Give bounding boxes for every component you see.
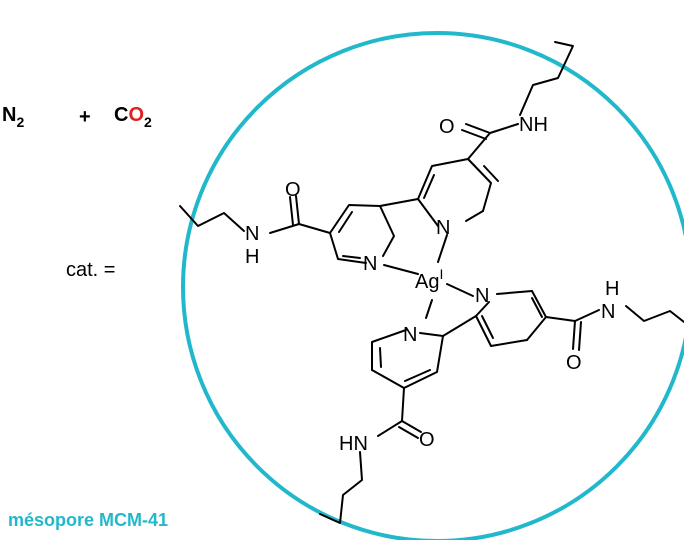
n-left-amide: N (245, 223, 259, 245)
oxygen-right: O (566, 352, 582, 374)
n-ring3: N (475, 285, 489, 307)
n-ring2: N (363, 253, 377, 275)
catalyst-label: cat. = (66, 259, 115, 281)
n-ring1: N (436, 217, 450, 239)
oxygen-left: O (285, 179, 301, 201)
h-left-amide: H (245, 246, 259, 268)
n-ring4: N (403, 324, 417, 346)
co2-formula: CO2 (114, 104, 152, 130)
reaction-equation: N2 + CO2 (2, 104, 152, 130)
oxygen-bottom: O (419, 429, 435, 451)
n-right-amide: N (601, 301, 615, 323)
nh-top: NH (519, 114, 548, 136)
plus-sign: + (79, 106, 91, 128)
h-right-amide: H (605, 278, 619, 300)
hn-bottom: HN (339, 433, 368, 455)
atom-labels: NH O O N H N N N N AgI H N O O HN (245, 114, 619, 455)
oxygen-top: O (439, 116, 455, 138)
n2-formula: N2 (2, 104, 24, 130)
bond-skeleton (179, 41, 684, 524)
support-label: mésopore MCM-41 (8, 510, 168, 530)
silver-center: AgI (415, 266, 443, 293)
